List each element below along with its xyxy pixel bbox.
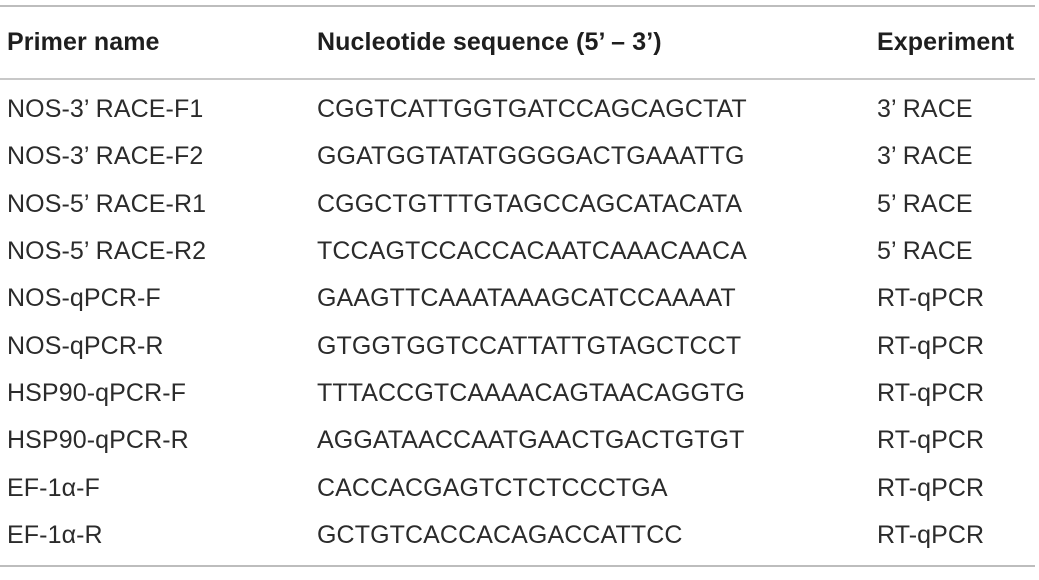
- header-experiment: Experiment: [877, 28, 1015, 56]
- header-primer-name: Primer name: [7, 28, 160, 56]
- experiment-cell: RT-qPCR: [877, 426, 985, 455]
- experiment-cell: 3’ RACE: [877, 142, 973, 171]
- table-row: NOS-5’ RACE-R1 CGGCTGTTTGTAGCCAGCATACATA…: [0, 181, 1035, 228]
- sequence-cell: GCTGTCACCACAGACCATTCC: [317, 520, 683, 549]
- primer-name-cell: NOS-5’ RACE-R2: [7, 237, 207, 266]
- table-row: EF-1α-R GCTGTCACCACAGACCATTCC RT-qPCR: [0, 512, 1035, 559]
- sequence-cell: GTGGTGGTCCATTATTGTAGCTCCT: [317, 331, 742, 360]
- primer-name-cell: NOS-qPCR-R: [7, 331, 164, 360]
- experiment-cell: RT-qPCR: [877, 331, 985, 360]
- primer-name-cell: EF-1α-R: [7, 520, 103, 549]
- table-row: NOS-qPCR-F GAAGTTCAAATAAAGCATCCAAAAT RT-…: [0, 275, 1035, 322]
- table-row: EF-1α-F CACCACGAGTCTCTCCCTGA RT-qPCR: [0, 464, 1035, 511]
- primer-name-cell: NOS-3’ RACE-F2: [7, 142, 204, 171]
- table-header-rule: [0, 78, 1035, 80]
- experiment-cell: RT-qPCR: [877, 378, 985, 407]
- sequence-cell: TTTACCGTCAAAACAGTAACAGGTG: [317, 378, 745, 407]
- sequence-cell: CGGCTGTTTGTAGCCAGCATACATA: [317, 189, 743, 218]
- table-body: NOS-3’ RACE-F1 CGGTCATTGGTGATCCAGCAGCTAT…: [0, 80, 1035, 565]
- table-row: NOS-5’ RACE-R2 TCCAGTCCACCACAATCAAACAACA…: [0, 228, 1035, 275]
- table-bottom-rule: [0, 564, 1035, 567]
- table-row: NOS-3’ RACE-F1 CGGTCATTGGTGATCCAGCAGCTAT…: [0, 86, 1035, 133]
- experiment-cell: 3’ RACE: [877, 95, 973, 124]
- header-nucleotide-sequence: Nucleotide sequence (5’ – 3’): [317, 28, 662, 56]
- primer-name-cell: HSP90-qPCR-R: [7, 426, 189, 455]
- primer-name-cell: NOS-qPCR-F: [7, 284, 161, 313]
- primer-name-cell: EF-1α-F: [7, 473, 100, 502]
- table-row: HSP90-qPCR-F TTTACCGTCAAAACAGTAACAGGTG R…: [0, 370, 1035, 417]
- experiment-cell: 5’ RACE: [877, 189, 973, 218]
- experiment-cell: 5’ RACE: [877, 237, 973, 266]
- experiment-cell: RT-qPCR: [877, 284, 985, 313]
- sequence-cell: GGATGGTATATGGGGACTGAAATTG: [317, 142, 745, 171]
- primer-name-cell: NOS-3’ RACE-F1: [7, 95, 204, 124]
- primer-table: Primer name Nucleotide sequence (5’ – 3’…: [0, 5, 1035, 567]
- sequence-cell: TCCAGTCCACCACAATCAAACAACA: [317, 237, 747, 266]
- sequence-cell: CGGTCATTGGTGATCCAGCAGCTAT: [317, 95, 747, 124]
- table-row: HSP90-qPCR-R AGGATAACCAATGAACTGACTGTGT R…: [0, 417, 1035, 464]
- table-row: NOS-3’ RACE-F2 GGATGGTATATGGGGACTGAAATTG…: [0, 133, 1035, 180]
- experiment-cell: RT-qPCR: [877, 473, 985, 502]
- sequence-cell: CACCACGAGTCTCTCCCTGA: [317, 473, 668, 502]
- table-top-rule: [0, 5, 1035, 7]
- primer-name-cell: HSP90-qPCR-F: [7, 378, 187, 407]
- sequence-cell: AGGATAACCAATGAACTGACTGTGT: [317, 426, 745, 455]
- primer-name-cell: NOS-5’ RACE-R1: [7, 189, 207, 218]
- table-header-row: Primer name Nucleotide sequence (5’ – 3’…: [0, 7, 1035, 78]
- experiment-cell: RT-qPCR: [877, 520, 985, 549]
- sequence-cell: GAAGTTCAAATAAAGCATCCAAAAT: [317, 284, 736, 313]
- table-row: NOS-qPCR-R GTGGTGGTCCATTATTGTAGCTCCT RT-…: [0, 322, 1035, 369]
